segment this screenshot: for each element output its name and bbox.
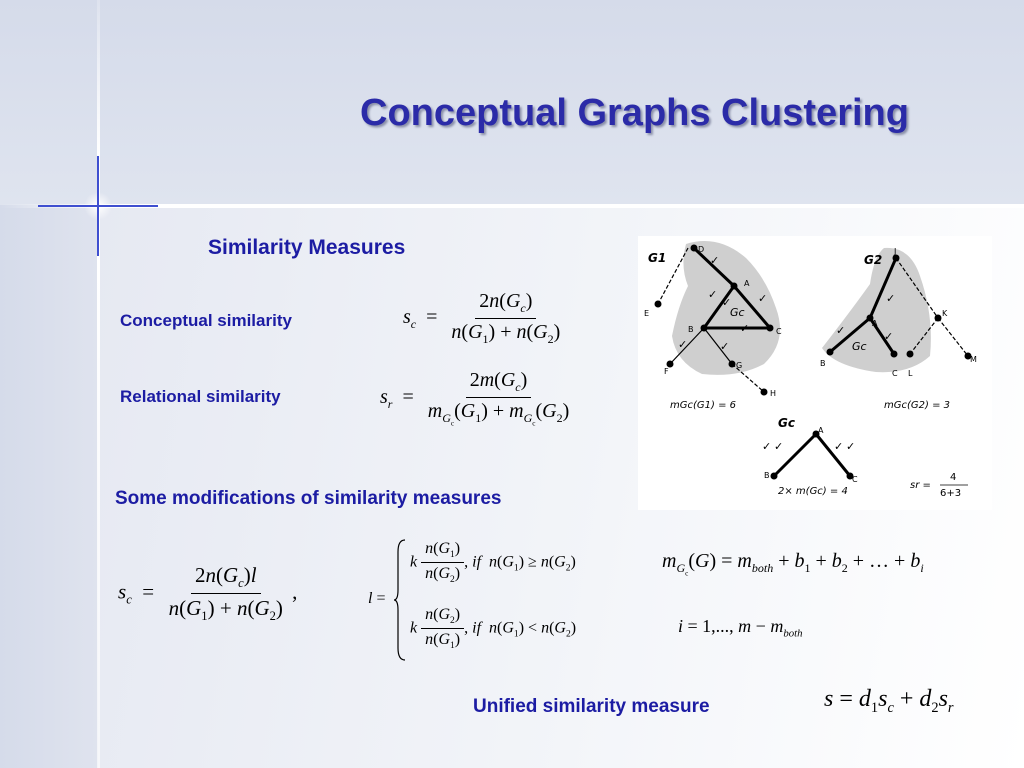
node-m: M — [970, 355, 977, 364]
node-a-g2: A — [872, 319, 878, 328]
label-relational-similarity: Relational similarity — [120, 387, 281, 406]
graph-label-gc: Gc — [778, 416, 795, 430]
region-label-g2: Gc — [852, 340, 867, 353]
check-icon: ✓ — [710, 254, 719, 267]
node-e: E — [644, 309, 649, 318]
node-l: L — [908, 369, 913, 378]
node-b-g2: B — [820, 359, 826, 368]
formula-m-gc: mGc(G) = mboth + b1 + b2 + … + bi — [662, 550, 924, 578]
check-icon: ✓ — [846, 440, 855, 453]
formula-i-range: i = 1,..., m − mboth — [678, 616, 803, 640]
caption-m2: mGc(G2) = 3 — [884, 400, 950, 411]
node-c: C — [776, 327, 782, 336]
node-h: H — [770, 389, 776, 398]
formula-relational-similarity: sr = 2m(Gc)mGc(G1) + mGc(G2) — [380, 369, 570, 428]
caption-m3: 2× m(Gc) = 4 — [778, 486, 848, 497]
region-label-g1: Gc — [730, 306, 745, 319]
graph-label-g1: G1 — [648, 251, 666, 265]
node-b: B — [688, 325, 694, 334]
check-icon: ✓ — [774, 440, 783, 453]
node-d: D — [698, 245, 704, 254]
vertical-divider — [97, 0, 100, 768]
check-icon: ✓ — [836, 324, 845, 337]
check-icon: ✓ — [722, 296, 731, 309]
formula-unified-similarity: s = d1sc + d2sr — [824, 686, 954, 716]
section-heading-similarity: Similarity Measures — [208, 236, 406, 259]
header-background — [0, 0, 1024, 205]
check-icon: ✓ — [886, 292, 895, 305]
check-icon: ✓ — [720, 340, 729, 353]
region-g1 — [672, 241, 780, 375]
caption-m1: mGc(G1) = 6 — [670, 400, 736, 411]
formula-conceptual-similarity: sc = 2n(Gc)n(G1) + n(G2) — [403, 290, 561, 346]
slide-title: Conceptual Graphs Clustering — [360, 92, 909, 134]
check-icon: ✓ — [884, 330, 893, 343]
sr-denominator: 6+3 — [940, 488, 961, 499]
graphs-diagram: G1 D A C B E F G H Gc ✓ ✓ ✓ ✓ ✓ ✓ ✓ G2 — [644, 241, 977, 499]
region-g2 — [822, 247, 931, 373]
label-conceptual-similarity: Conceptual similarity — [120, 311, 292, 330]
sr-label: sr = — [910, 480, 931, 491]
node-j: J — [893, 247, 896, 256]
sr-numerator: 4 — [950, 472, 956, 483]
left-band — [0, 205, 98, 768]
node-a-gc: A — [818, 426, 824, 435]
node-k: K — [942, 309, 948, 318]
node-b-gc: B — [764, 471, 770, 480]
horizontal-divider — [0, 204, 1024, 208]
check-icon: ✓ — [678, 338, 687, 351]
graph-label-g2: G2 — [864, 253, 882, 267]
check-icon: ✓ — [758, 292, 767, 305]
check-icon: ✓ — [834, 440, 843, 453]
label-modifications: Some modifications of similarity measure… — [115, 488, 502, 509]
sparkle-icon — [38, 156, 158, 256]
node-g: G — [736, 361, 742, 370]
node-c-gc: C — [852, 475, 858, 484]
node-c-g2: C — [892, 369, 898, 378]
node-f: F — [664, 367, 669, 376]
label-unified-measure: Unified similarity measure — [473, 696, 710, 717]
check-icon: ✓ — [762, 440, 771, 453]
check-icon: ✓ — [740, 322, 749, 335]
graphs-figure: G1 D A C B E F G H Gc ✓ ✓ ✓ ✓ ✓ ✓ ✓ G2 — [638, 236, 992, 510]
check-icon: ✓ — [708, 288, 717, 301]
node-a: A — [744, 279, 750, 288]
